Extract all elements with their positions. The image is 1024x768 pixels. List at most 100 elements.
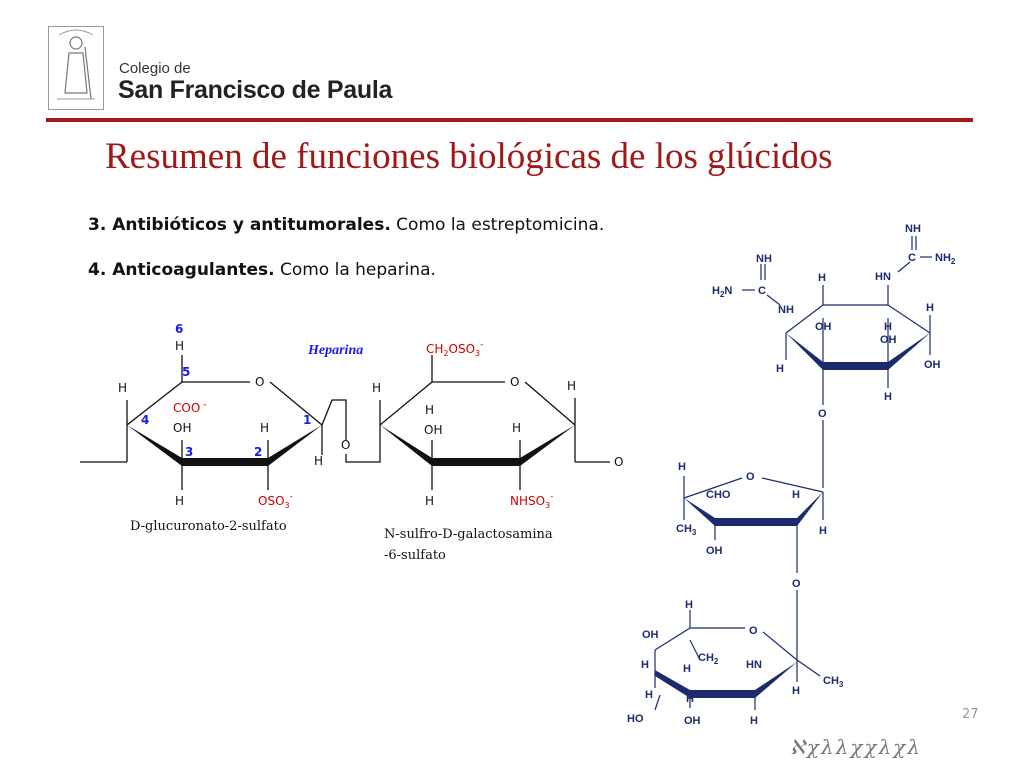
subscript: 2: [714, 657, 719, 666]
atom-h: H: [884, 391, 892, 403]
sulfate-label: OSO3-: [258, 492, 293, 510]
hydroxyl: OH: [684, 715, 701, 727]
subscript: 2: [443, 349, 448, 358]
atom-h: H: [686, 693, 694, 705]
atom-h: H: [425, 494, 434, 508]
subscript: 3: [692, 528, 697, 537]
ch2oso3-label: CH2OSO3-: [426, 340, 483, 358]
hydroxyl: OH: [706, 545, 723, 557]
unit2-caption-line2: -6-sulfato: [384, 548, 446, 563]
terminal-oxygen: O: [614, 455, 623, 469]
atom-h: H: [260, 421, 269, 435]
atom-h: H: [175, 339, 184, 353]
atom-h: H: [819, 525, 827, 537]
amine-nh: NH: [778, 304, 794, 316]
n-atom: N: [724, 285, 732, 297]
subscript: 2: [951, 257, 956, 266]
atom-h: H: [512, 421, 521, 435]
guanidine-carbon: C: [758, 285, 766, 297]
oso-group: OSO: [449, 342, 476, 356]
org-name-line1: Colegio de: [119, 60, 191, 77]
hydroxyl: OH: [924, 359, 941, 371]
position-6: 6: [175, 322, 183, 336]
position-3: 3: [185, 445, 193, 459]
subscript: 3: [285, 501, 290, 510]
atom-h: H: [314, 454, 323, 468]
amine-nh2: NH2: [935, 252, 956, 266]
bullet-anticoagulants-text: Como la heparina.: [274, 260, 436, 280]
glycosidic-oxygen: O: [341, 438, 350, 452]
atom-h: H: [818, 272, 826, 284]
position-2: 2: [254, 445, 262, 459]
position-1: 1: [303, 413, 311, 427]
atom-h: H: [792, 685, 800, 697]
footer-decoration: ℵχλλχχλχλ: [790, 735, 923, 759]
school-logo: [48, 26, 104, 110]
ch-group: CH: [426, 342, 443, 356]
h-atom: H: [712, 285, 720, 297]
atom-h: H: [425, 403, 434, 417]
atom-h: H: [884, 321, 892, 333]
glycosidic-oxygen: O: [792, 578, 801, 590]
methylene-ch2: CH2: [698, 652, 719, 666]
hydroxyl: OH: [642, 629, 659, 641]
imine-nh: NH: [905, 223, 921, 235]
atom-h: H: [926, 302, 934, 314]
bullet-anticoagulants-heading: 4. Anticoagulantes.: [88, 260, 275, 280]
org-name-line2: San Francisco de Paula: [118, 76, 393, 104]
position-5: 5: [182, 365, 190, 379]
amine-hn: HN: [875, 271, 891, 283]
methyl-ch3: CH3: [823, 675, 844, 689]
atom-h: H: [750, 715, 758, 727]
ring-oxygen: O: [255, 375, 264, 389]
subscript: 3: [475, 349, 480, 358]
unit2-caption-line1: N-sulfro-D-galactosamina: [384, 527, 553, 542]
methyl-ch3: CH3: [676, 523, 697, 537]
atom-h: H: [645, 689, 653, 701]
atom-h: H: [683, 663, 691, 675]
aldehyde-cho: CHO: [706, 489, 731, 501]
carboxylate-label: COO-: [173, 400, 207, 415]
ring-oxygen: O: [749, 625, 758, 637]
bullet-antibiotics-heading: 3. Antibióticos y antitumorales.: [88, 215, 391, 235]
atom-h: H: [678, 461, 686, 473]
sulfate-group: OSO: [258, 494, 285, 508]
atom-h: H: [792, 489, 800, 501]
ring-oxygen: O: [510, 375, 519, 389]
amine-hn: HN: [746, 659, 762, 671]
charge-sign: -: [550, 492, 553, 502]
ring-oxygen: O: [746, 471, 755, 483]
ch-group: CH: [698, 652, 714, 664]
atom-h: H: [567, 379, 576, 393]
imine-nh: NH: [756, 253, 772, 265]
subscript: 3: [839, 680, 844, 689]
atom-h: H: [175, 494, 184, 508]
hydroxyl: OH: [173, 421, 191, 435]
nh-group: NH: [935, 252, 951, 264]
atom-h: H: [372, 381, 381, 395]
header-divider: [46, 118, 973, 122]
charge-sign: -: [290, 492, 293, 502]
carboxylate-group: COO: [173, 401, 200, 415]
charge-sign: -: [480, 340, 483, 350]
hydroxyl-ho: HO: [627, 713, 644, 725]
hydroxyl: OH: [424, 423, 442, 437]
bullet-anticoagulants: 4. Anticoagulantes. Como la heparina.: [88, 260, 436, 280]
ch-group: CH: [676, 523, 692, 535]
atom-h: H: [118, 381, 127, 395]
unit1-caption: D-glucuronato-2-sulfato: [130, 519, 287, 534]
slide-title: Resumen de funciones biológicas de los g…: [105, 136, 833, 177]
position-4: 4: [141, 413, 149, 427]
atom-h: H: [776, 363, 784, 375]
ch-group: CH: [823, 675, 839, 687]
hydroxyl: OH: [815, 321, 832, 333]
glycosidic-oxygen: O: [818, 408, 827, 420]
atom-h: H: [685, 599, 693, 611]
guanidine-carbon: C: [908, 252, 916, 264]
saint-figure-icon: [57, 29, 95, 100]
page-number: 27: [962, 707, 979, 722]
charge-sign: -: [203, 400, 206, 410]
hydroxyl: OH: [880, 334, 897, 346]
